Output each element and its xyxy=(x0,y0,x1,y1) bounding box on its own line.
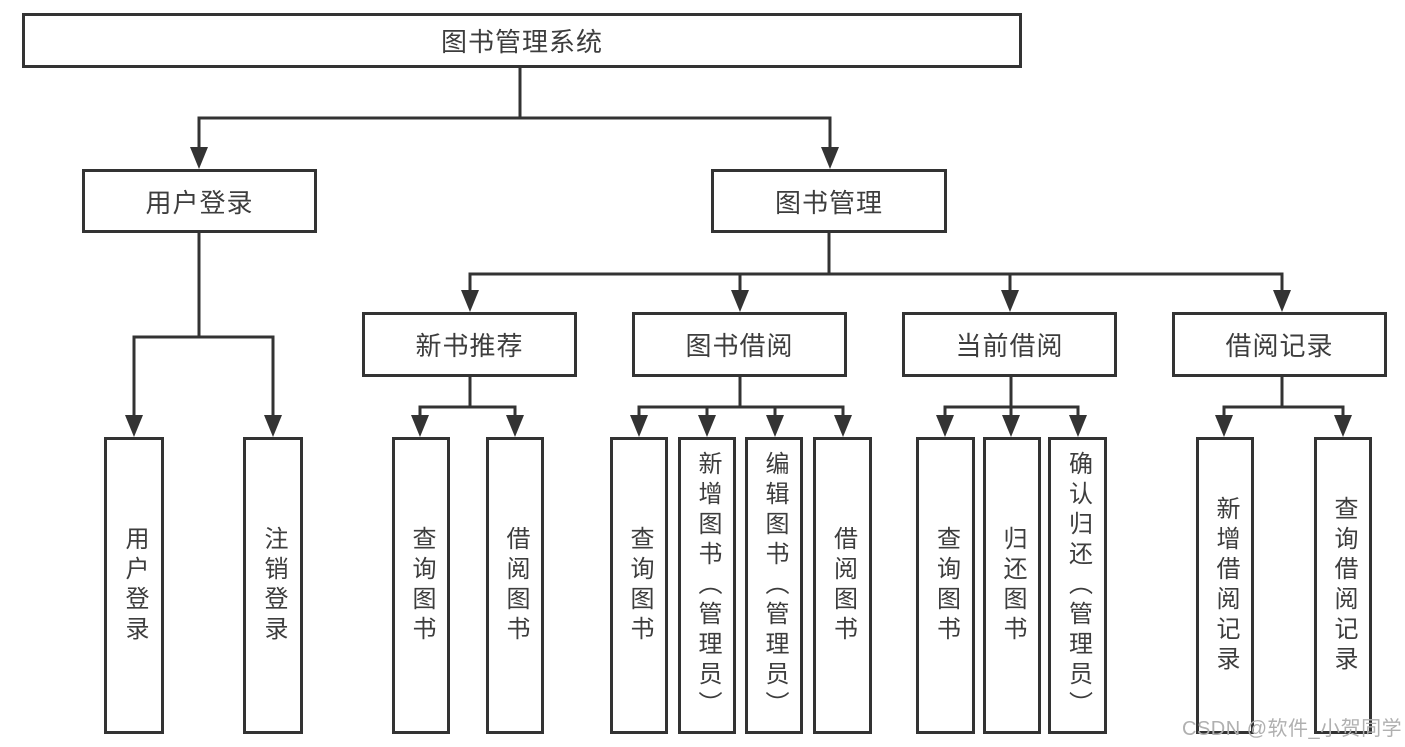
leaf-query-books-3: 查询图书 xyxy=(916,437,975,734)
leaf-user-login-label: 用户登录 xyxy=(121,525,148,646)
node-book-borrowing: 图书借阅 xyxy=(632,312,847,377)
leaf-query-borrow-record-label: 查询借阅记录 xyxy=(1330,495,1357,676)
node-library-system-label: 图书管理系统 xyxy=(440,27,603,57)
leaf-query-borrow-record: 查询借阅记录 xyxy=(1314,437,1372,734)
leaf-confirm-return-admin: 确认归还（管理员） xyxy=(1048,437,1107,734)
node-library-system: 图书管理系统 xyxy=(22,13,1022,68)
leaf-add-books-admin-label: 新增图书（管理员） xyxy=(694,450,721,721)
node-current-borrowing: 当前借阅 xyxy=(902,312,1117,377)
leaf-borrow-books-1: 借阅图书 xyxy=(486,437,544,734)
node-new-book-recommendation-label: 新书推荐 xyxy=(415,331,524,361)
leaf-return-books: 归还图书 xyxy=(983,437,1041,734)
leaf-logout-label: 注销登录 xyxy=(260,525,287,646)
node-book-management: 图书管理 xyxy=(711,169,947,233)
leaf-borrow-books-1-label: 借阅图书 xyxy=(502,525,529,646)
node-borrowing-records: 借阅记录 xyxy=(1172,312,1387,377)
leaf-edit-books-admin: 编辑图书（管理员） xyxy=(745,437,803,734)
leaf-return-books-label: 归还图书 xyxy=(999,525,1026,646)
leaf-borrow-books-2-label: 借阅图书 xyxy=(829,525,857,646)
leaf-borrow-books-2: 借阅图书 xyxy=(813,437,872,734)
node-user-login-label: 用户登录 xyxy=(145,187,254,218)
leaf-query-books-1-label: 查询图书 xyxy=(408,525,435,646)
node-user-login: 用户登录 xyxy=(82,169,317,233)
node-borrowing-records-label: 借阅记录 xyxy=(1225,331,1334,361)
leaf-edit-books-admin-label: 编辑图书（管理员） xyxy=(761,450,788,721)
node-book-management-label: 图书管理 xyxy=(774,187,883,218)
leaf-query-books-3-label: 查询图书 xyxy=(932,525,960,646)
leaf-add-borrow-record-label: 新增借阅记录 xyxy=(1212,495,1239,676)
arrowheads xyxy=(125,147,1352,437)
watermark: CSDN @软件_小贺同学 xyxy=(1182,718,1403,740)
leaf-add-borrow-record: 新增借阅记录 xyxy=(1196,437,1254,734)
leaf-query-books-2: 查询图书 xyxy=(610,437,668,734)
node-book-borrowing-label: 图书借阅 xyxy=(685,331,794,361)
node-new-book-recommendation: 新书推荐 xyxy=(362,312,577,377)
node-current-borrowing-label: 当前借阅 xyxy=(955,331,1064,361)
leaf-query-books-1: 查询图书 xyxy=(392,437,450,734)
leaf-add-books-admin: 新增图书（管理员） xyxy=(678,437,736,734)
leaf-query-books-2-label: 查询图书 xyxy=(626,525,653,646)
leaf-user-login: 用户登录 xyxy=(104,437,164,734)
leaf-logout: 注销登录 xyxy=(243,437,303,734)
leaf-confirm-return-admin-label: 确认归还（管理员） xyxy=(1064,450,1092,721)
